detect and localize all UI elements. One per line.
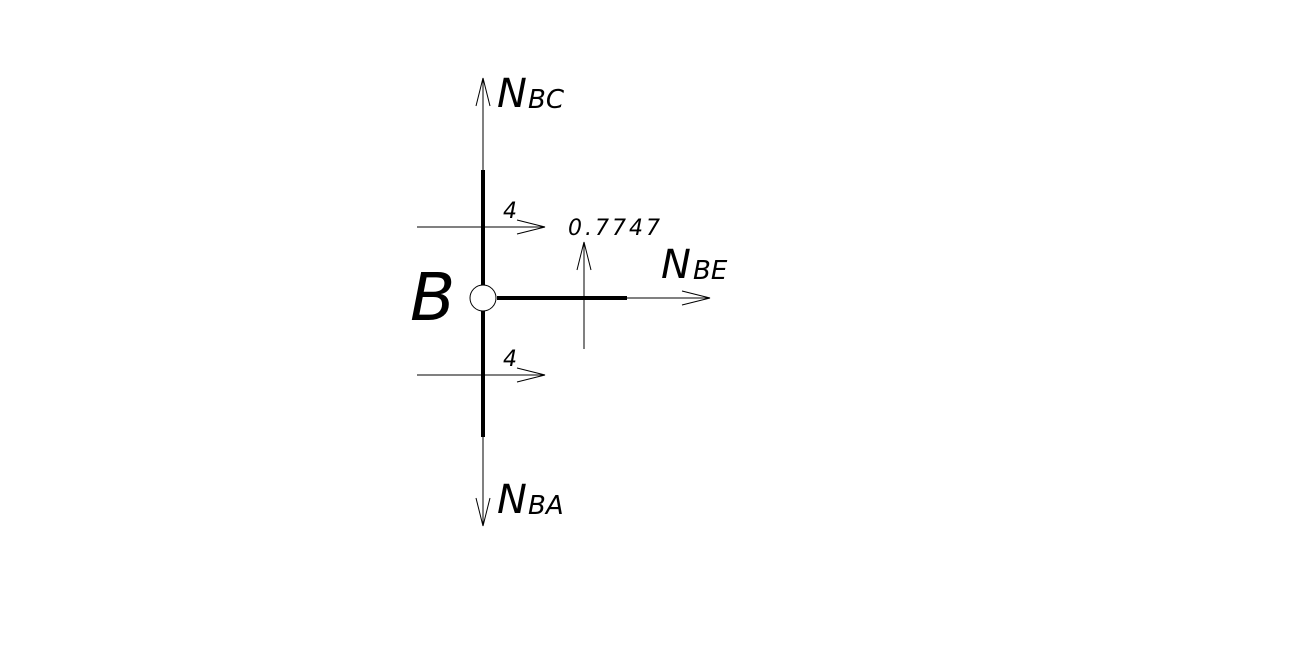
svg-text:BA: BA bbox=[528, 491, 564, 521]
svg-text:N: N bbox=[661, 242, 691, 288]
label-load-vertical: 0.7747 bbox=[568, 216, 663, 241]
arrow-load-upper bbox=[417, 219, 546, 235]
svg-text:BE: BE bbox=[693, 256, 728, 286]
arrow-n-ba bbox=[475, 437, 491, 527]
node-b-circle bbox=[469, 284, 497, 312]
label-load-upper: 4 bbox=[503, 199, 517, 224]
svg-text:N: N bbox=[497, 477, 527, 523]
label-n-bc: N BC bbox=[497, 71, 565, 117]
arrow-load-lower bbox=[417, 367, 546, 383]
arrow-n-bc bbox=[475, 77, 491, 170]
arrow-load-vertical bbox=[576, 241, 592, 349]
node-label: B bbox=[410, 259, 455, 336]
label-n-ba: N BA bbox=[497, 477, 564, 523]
label-n-be: N BE bbox=[661, 242, 728, 288]
svg-text:N: N bbox=[497, 71, 527, 117]
svg-text:BC: BC bbox=[528, 85, 565, 115]
label-load-lower: 4 bbox=[503, 347, 517, 372]
arrow-n-be bbox=[627, 290, 711, 306]
